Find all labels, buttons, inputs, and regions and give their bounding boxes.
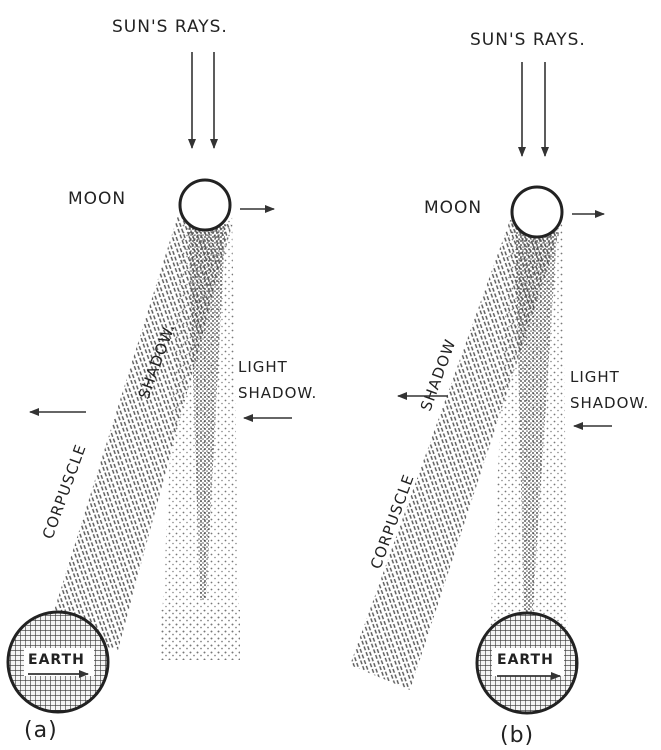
sun-rays-label-a: SUN'S RAYS. <box>112 17 228 37</box>
light-shadow-label-a1: LIGHT <box>238 358 288 376</box>
light-shadow-label-b1: LIGHT <box>570 368 620 386</box>
moon-label-b: MOON <box>424 198 482 218</box>
light-shadow-label-b2: SHADOW. <box>570 394 649 412</box>
panel-label-b: (b) <box>500 723 534 748</box>
moon-b <box>512 187 562 237</box>
panel-b: SUN'S RAYS. MOON LIGHT SHADOW. CORPUSCLE… <box>350 30 649 748</box>
moon-label-a: MOON <box>68 189 126 209</box>
moon-a <box>180 180 230 230</box>
panel-a: SUN'S RAYS. MOON LIGHT SHADOW. CORPUSCLE… <box>8 17 317 743</box>
light-shadow-base-a <box>160 610 240 660</box>
light-shadow-label-a2: SHADOW. <box>238 384 317 402</box>
sun-rays-label-b: SUN'S RAYS. <box>470 30 586 50</box>
earth-label-a: EARTH <box>28 652 85 668</box>
earth-label-b: EARTH <box>497 652 554 668</box>
panel-label-a: (a) <box>24 718 58 743</box>
